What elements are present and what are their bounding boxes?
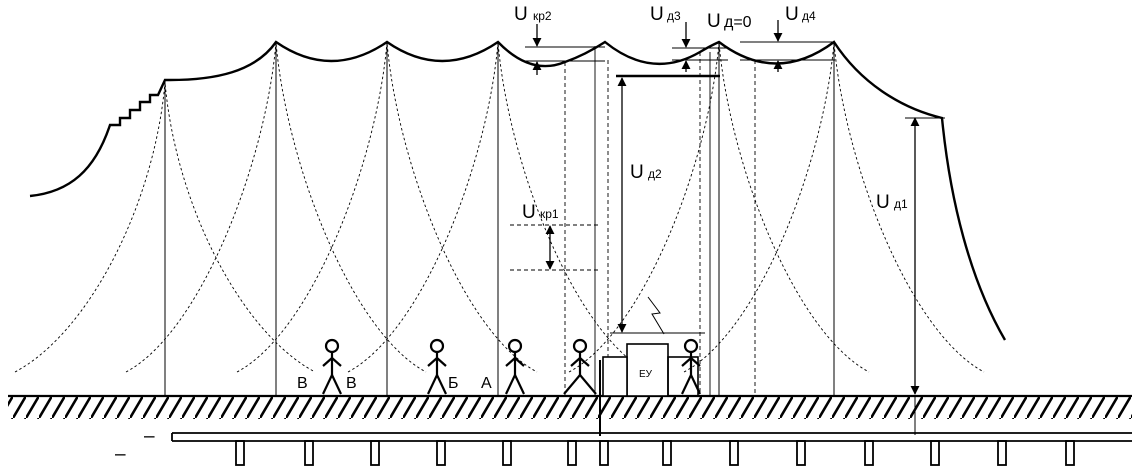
total-potential-curve (29, 40, 1007, 341)
svg-text:U: U (630, 162, 644, 183)
svg-text:кр1: кр1 (540, 207, 559, 221)
svg-text:д4: д4 (802, 9, 816, 23)
person-figure (427, 338, 447, 395)
svg-text:д=0: д=0 (724, 14, 752, 31)
label-u-kr2: U кр2 (514, 4, 552, 25)
grid-electrode-post (235, 440, 245, 466)
label-person-v-left: В (297, 375, 308, 392)
equipment-enclosure (602, 343, 699, 397)
svg-text:U: U (876, 192, 890, 213)
grounding-grid (171, 432, 1132, 466)
label-person-a: А (481, 375, 492, 392)
label-u-d1: U д1 (876, 192, 908, 213)
grid-electrode-post (930, 440, 940, 466)
label-person-v-right: В (346, 375, 357, 392)
dimension-arrows (532, 20, 920, 395)
grid-electrode-post (304, 440, 314, 466)
fault-strike-icon (647, 296, 665, 335)
electrode-lines (164, 42, 835, 395)
dash-mark-upper: – (144, 426, 155, 447)
potential-curve (683, 41, 985, 373)
svg-text:U: U (522, 202, 536, 223)
svg-text:д3: д3 (667, 9, 681, 23)
minus-mark-lower: – (115, 444, 126, 465)
grid-electrode-post (567, 440, 577, 466)
person-figure (322, 338, 342, 395)
person-figure (505, 338, 525, 395)
auxiliary-solid-lines (525, 41, 835, 395)
person-figure (563, 338, 597, 395)
svg-text:д1: д1 (894, 197, 908, 211)
potential-curve (568, 41, 870, 373)
svg-text:U: U (514, 4, 528, 25)
label-u-d4: U д4 (785, 4, 816, 25)
svg-text:кр2: кр2 (533, 9, 552, 23)
grid-electrode-post (729, 440, 739, 466)
potential-curve (236, 41, 538, 373)
grid-electrode-post (599, 440, 609, 466)
ground-hatch (8, 397, 1132, 419)
label-u-d-zero: U д=0 (707, 11, 752, 32)
grid-electrode-post (997, 440, 1007, 466)
grid-electrode-post (370, 440, 380, 466)
grid-electrode-post (796, 440, 806, 466)
grid-electrode-post (1065, 440, 1075, 466)
people-group (322, 338, 701, 395)
grid-electrode-post (502, 440, 512, 466)
label-u-kr1: U кр1 (522, 202, 559, 223)
svg-text:д2: д2 (648, 167, 662, 181)
label-equipment: ЕУ (639, 369, 653, 380)
label-person-b: Б (448, 375, 459, 392)
grid-electrode-post (864, 440, 874, 466)
grid-electrode-post (662, 440, 672, 466)
svg-text:U: U (707, 11, 721, 32)
grid-electrode-post (436, 440, 446, 466)
label-u-d2: U д2 (630, 162, 662, 183)
svg-text:U: U (785, 4, 799, 25)
label-u-d3: U д3 (650, 4, 681, 25)
person-figure (681, 338, 701, 395)
potential-curve (347, 41, 649, 373)
auxiliary-dashed-lines (510, 52, 756, 395)
svg-text:U: U (650, 4, 664, 25)
potential-curve (125, 41, 427, 373)
